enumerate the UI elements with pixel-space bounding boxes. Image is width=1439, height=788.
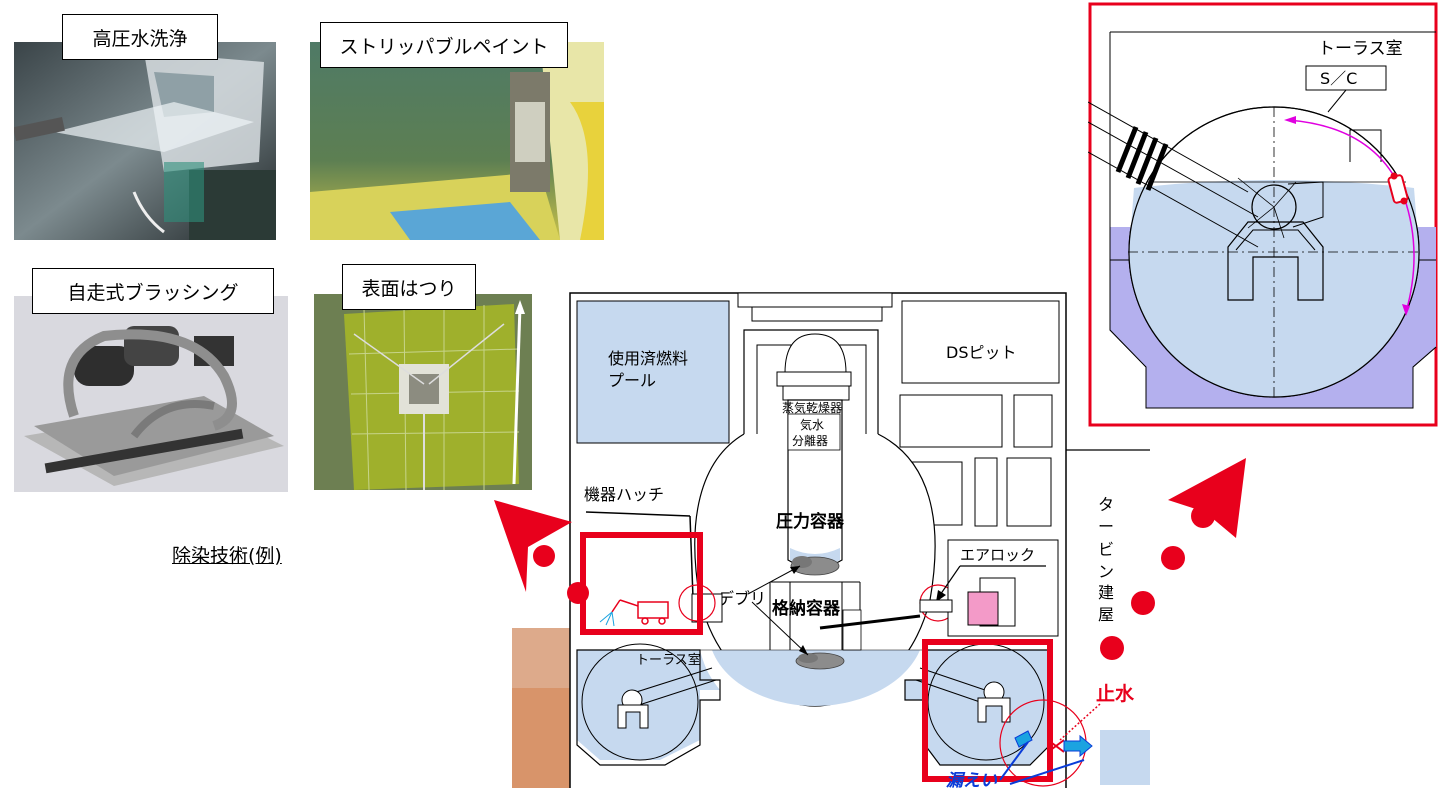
spent-fuel-pool-label-2: プール	[608, 371, 656, 390]
photo-self-propelled-brushing	[14, 296, 288, 492]
inset-crawler-robot	[1387, 172, 1409, 205]
svg-text:建: 建	[1098, 583, 1114, 602]
inset-torus-room-label: トーラス室	[1318, 39, 1403, 59]
label-high-pressure-water: 高圧水洗浄	[62, 14, 218, 60]
svg-text:タ: タ	[1098, 495, 1114, 514]
debris-in-pedestal	[795, 652, 845, 670]
pressure-vessel	[784, 333, 847, 374]
torus-room-label-left: トーラス室	[636, 652, 701, 668]
svg-text:ン: ン	[1098, 562, 1114, 581]
ds-pit-label: DSピット	[946, 343, 1016, 362]
decontamination-caption: 除染技術(例)	[172, 545, 282, 567]
photo-high-pressure-water	[14, 42, 276, 240]
airlock-door	[967, 591, 999, 626]
equipment-hatch-label: 機器ハッチ	[584, 485, 664, 504]
label-surface-chipping: 表面はつり	[342, 264, 476, 310]
turbine-building-label: タ ー ビ ン 建 屋	[1098, 495, 1114, 624]
pressure-vessel-label: 圧力容器	[776, 511, 845, 532]
left-access-path	[494, 500, 589, 604]
svg-text:屋: 屋	[1098, 605, 1114, 624]
torus-room-inset: トーラス室 S／C	[1088, 2, 1438, 427]
label-strippable-paint: ストリッパブルペイント	[320, 22, 568, 68]
svg-text:ー: ー	[1098, 517, 1114, 536]
leak-water-arrow	[1063, 734, 1093, 758]
separator-label-2: 分離器	[792, 434, 828, 448]
photo-surface-chipping	[314, 294, 532, 490]
water-stop-label: 止水	[1096, 683, 1135, 705]
decontamination-robot	[611, 599, 669, 625]
debris-in-rpv	[790, 556, 840, 576]
ds-pit	[901, 300, 1060, 384]
right-access-path	[1100, 458, 1246, 660]
debris-label: デブリ	[718, 589, 766, 608]
spent-fuel-pool-label-1: 使用済燃料	[608, 349, 688, 368]
inset-sc-label: S／C	[1320, 69, 1357, 88]
torus-room-highlight	[922, 639, 1053, 782]
leak-label: 漏えい	[946, 771, 998, 788]
spent-fuel-pool	[576, 300, 730, 444]
separator-label-1: 気水	[800, 417, 824, 432]
svg-text:ビ: ビ	[1098, 540, 1114, 559]
photo-strippable-paint	[310, 42, 604, 240]
containment-label: 格納容器	[772, 598, 841, 619]
airlock-label: エアロック	[960, 546, 1035, 564]
steam-dryer-label: 蒸気乾燥器	[782, 400, 842, 415]
label-self-propelled-brushing: 自走式ブラッシング	[32, 268, 274, 314]
